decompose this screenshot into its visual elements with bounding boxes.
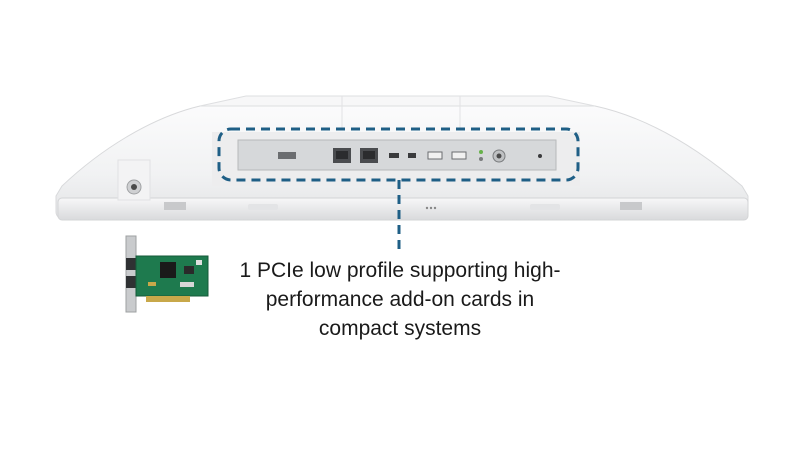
caption-line-1: 1 PCIe low profile supporting high- xyxy=(239,259,561,282)
io-panel xyxy=(212,132,580,186)
hdmi-port-icon xyxy=(389,153,399,158)
callout-highlight xyxy=(217,127,580,250)
serial-port-icon xyxy=(278,152,296,159)
chip-icon xyxy=(160,262,176,278)
usb-port-icon-2 xyxy=(451,151,467,160)
foot-right xyxy=(530,204,560,210)
vent-left xyxy=(164,202,186,210)
pcie-card-icon xyxy=(125,235,209,313)
reset-hole-icon xyxy=(538,154,542,158)
usb-port-icon xyxy=(427,151,443,160)
callout-caption: 1 PCIe low profile supporting high- perf… xyxy=(200,256,600,343)
caption-line-2: performance add-on cards in xyxy=(265,288,535,311)
led-icon xyxy=(479,150,483,154)
foot-left xyxy=(248,204,278,210)
usb-c-port-icon xyxy=(408,153,416,158)
vent-right xyxy=(620,202,642,210)
caption-line-3: compact systems xyxy=(318,317,482,340)
